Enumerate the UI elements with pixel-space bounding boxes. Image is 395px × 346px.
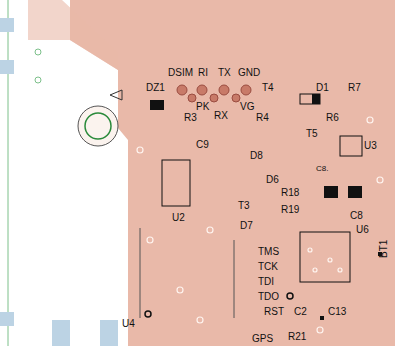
part-label: C13 xyxy=(328,306,346,317)
part-label: TDO xyxy=(258,291,279,302)
part-label: BT1 xyxy=(378,240,389,258)
part-label: C2 xyxy=(294,306,307,317)
part-label: D1 xyxy=(316,82,329,93)
part-label: R21 xyxy=(288,331,306,342)
part-label: U2 xyxy=(172,212,185,223)
part-label: C8. xyxy=(316,164,328,173)
part-label: C8 xyxy=(350,210,363,221)
part-label: VG xyxy=(240,101,254,112)
part-label: D8 xyxy=(250,150,263,161)
part-label: R18 xyxy=(281,187,299,198)
part-label: TMS xyxy=(258,246,279,257)
part-label: R6 xyxy=(326,112,339,123)
part-label: R3 xyxy=(184,112,197,123)
part-label: PK xyxy=(196,101,209,112)
part-label: R4 xyxy=(256,112,269,123)
part-label: GND xyxy=(238,67,260,78)
part-label: C9 xyxy=(196,139,209,150)
part-label: TX xyxy=(218,67,231,78)
part-label: TDI xyxy=(258,276,274,287)
part-label: RI xyxy=(198,67,208,78)
part-label: R19 xyxy=(281,204,299,215)
part-label: DSIM xyxy=(168,67,193,78)
part-label: TCK xyxy=(258,261,278,272)
part-label: U3 xyxy=(364,140,377,151)
part-label: D7 xyxy=(240,220,253,231)
part-label: T3 xyxy=(238,200,250,211)
part-label: R7 xyxy=(348,82,361,93)
part-label: T4 xyxy=(262,82,274,93)
part-label: U6 xyxy=(356,224,369,235)
part-label: T5 xyxy=(306,128,318,139)
part-label: U4 xyxy=(122,318,135,329)
part-label: DZ1 xyxy=(146,82,165,93)
part-label: RST xyxy=(264,306,284,317)
part-label: D6 xyxy=(266,174,279,185)
part-label: RX xyxy=(214,110,228,121)
part-label: GPS xyxy=(252,333,273,344)
